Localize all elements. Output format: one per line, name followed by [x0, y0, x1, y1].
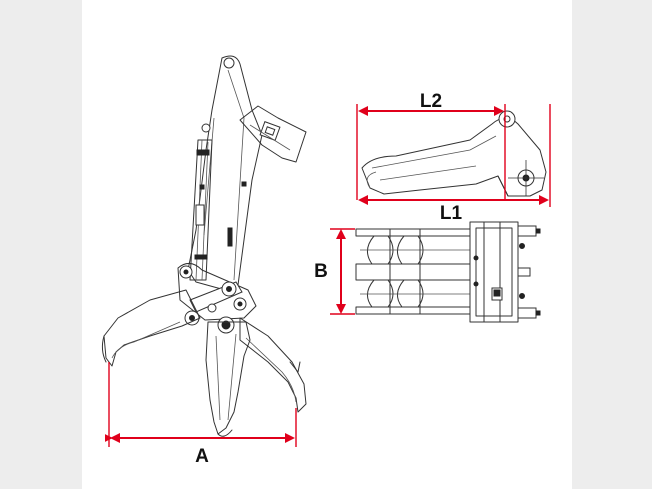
pin-icon	[201, 123, 211, 133]
dimension-b: B	[314, 228, 355, 315]
grapple-top-view	[361, 110, 547, 197]
dimension-a-label: A	[195, 446, 209, 467]
dimension-a: A	[104, 362, 297, 467]
dimension-l2: L2	[356, 91, 506, 200]
dimension-b-label: B	[314, 261, 328, 282]
grapple-side-view	[101, 55, 307, 437]
grapple-plan-view	[355, 221, 541, 323]
drawing-canvas	[82, 0, 572, 489]
top-pin-icon	[223, 57, 235, 69]
dimension-l1-label: L1	[440, 203, 463, 224]
dimension-l1: L1	[358, 104, 551, 224]
dimension-l2-label: L2	[420, 91, 442, 112]
